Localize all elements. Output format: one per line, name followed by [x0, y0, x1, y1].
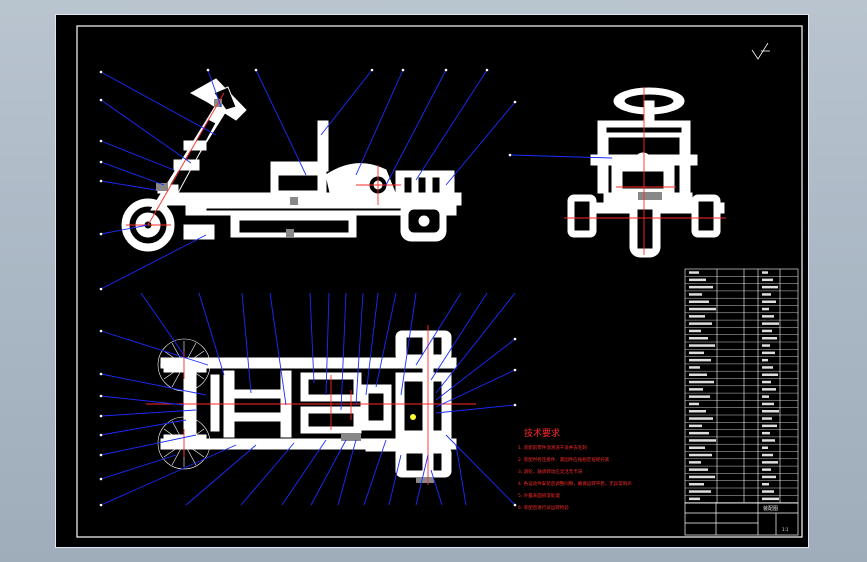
parts-list-entry-mark: [689, 490, 711, 493]
parts-list-entry-mark: [689, 315, 705, 318]
requirement-line-5: 5. 外露表面喷漆处理: [518, 494, 560, 499]
parts-list-entry-mark: [689, 300, 709, 303]
surface-roughness-icon: [751, 42, 770, 60]
parts-list-entry-mark: [689, 468, 708, 471]
front-view: [567, 87, 725, 258]
parts-list-entry-mark: [689, 431, 709, 435]
parts-list-entry-mark: [689, 322, 712, 325]
parts-list-entry-mark: [762, 358, 768, 362]
parts-list-entry-mark: [762, 410, 779, 413]
parts-list-entry-mark: [762, 439, 775, 442]
parts-list-entry-mark: [762, 395, 769, 398]
parts-list-entry-mark: [762, 307, 769, 311]
parts-list-entry-mark: [762, 315, 774, 318]
parts-list-entry-mark: [762, 402, 774, 406]
front-view-centerlines: [564, 87, 726, 255]
parts-list-entry-mark: [689, 366, 700, 369]
parts-list-entry-mark: [689, 380, 714, 384]
plan-frame-bottom: [160, 438, 457, 450]
parts-list-entry-mark: [689, 497, 700, 501]
requirement-line-4: 4. 各运动件安装后调整间隙，确保运转平稳，无异常响声: [518, 482, 632, 487]
parts-list-entry-mark: [689, 388, 703, 391]
parts-list-entry-mark: [762, 278, 773, 282]
parts-list: [684, 268, 799, 504]
title-block-scale: 1:1: [782, 527, 789, 532]
parts-list-entry-mark: [689, 337, 708, 340]
inner-frame: [76, 25, 803, 538]
title-block: [684, 502, 799, 536]
parts-list-entry-mark: [689, 329, 701, 333]
parts-list-entry-mark: [762, 300, 776, 303]
parts-list-entry-mark: [689, 373, 707, 376]
balloon-dots: [99, 68, 517, 507]
requirement-line-1: 1. 装配前零件须清洗干净并去毛刺: [518, 446, 587, 451]
parts-list-entry-mark: [762, 380, 771, 384]
parts-list-entry-mark: [689, 307, 716, 311]
cad-drawing: [76, 25, 803, 538]
parts-list-entry-mark: [762, 453, 773, 457]
parts-list-entry-mark: [762, 322, 779, 325]
title-block-name: 装配图: [763, 506, 779, 512]
side-view: [121, 78, 462, 252]
parts-list-rows: [685, 276, 798, 503]
drawing-sheet: 技术要求 1. 装配前零件须清洗干净并去毛刺 2. 装配时各连接件、紧固件应按规…: [55, 14, 809, 548]
requirement-line-3: 3. 滚轮、轴承转动应灵活无卡滞: [518, 470, 583, 475]
parts-list-entry-mark: [762, 344, 770, 347]
parts-list-entry-mark: [689, 402, 699, 406]
parts-list-entry-mark: [689, 344, 715, 347]
parts-list-entry-mark: [762, 337, 777, 340]
parts-list-entry-mark: [762, 497, 779, 501]
parts-list-entry-mark: [762, 483, 769, 486]
parts-list-entry-mark: [762, 285, 778, 289]
balloon-leaders: [100, 69, 613, 506]
technical-requirements-title: 技术要求: [524, 429, 561, 439]
parts-list-entry-mark: [762, 461, 778, 464]
parts-list-entry-mark: [689, 475, 715, 479]
parts-list-entry-mark: [762, 271, 768, 274]
parts-list-entry-mark: [689, 278, 706, 282]
parts-list-entries: [689, 271, 779, 501]
parts-list-entry-mark: [689, 293, 702, 296]
parts-list-entry-mark: [689, 410, 706, 413]
plan-view-centerlines: [146, 325, 476, 485]
parts-list-entry-mark: [689, 358, 711, 362]
parts-list-entry-mark: [762, 424, 777, 428]
parts-list-entry-mark: [762, 388, 776, 391]
parts-list-entry-mark: [762, 329, 772, 333]
parts-list-entry-mark: [689, 271, 699, 274]
parts-list-entry-mark: [762, 468, 771, 471]
parts-list-entry-mark: [689, 483, 704, 486]
parts-list-entry-mark: [689, 446, 705, 449]
parts-list-entry-mark: [689, 351, 704, 355]
parts-list-entry-mark: [762, 431, 770, 435]
parts-list-entry-mark: [689, 285, 713, 289]
parts-list-entry-mark: [762, 490, 774, 493]
requirement-line-6: 6. 装配后进行试运转检验: [518, 506, 569, 511]
parts-list-entry-mark: [762, 446, 768, 449]
parts-list-entry-mark: [689, 424, 702, 428]
parts-list-entry-mark: [762, 293, 771, 296]
parts-list-entry-mark: [689, 461, 701, 464]
parts-list-entry-mark: [762, 366, 773, 369]
parts-list-entry-mark: [762, 351, 775, 355]
requirement-line-2: 2. 装配时各连接件、紧固件应按规定扭矩拧紧: [518, 458, 610, 463]
plan-frame-top: [160, 357, 457, 369]
parts-list-entry-mark: [762, 373, 778, 376]
parts-list-entry-mark: [689, 453, 712, 457]
parts-list-entry-mark: [762, 475, 776, 479]
parts-list-entry-mark: [762, 417, 772, 420]
parts-list-entry-mark: [689, 395, 710, 398]
parts-list-entry-mark: [689, 417, 713, 420]
parts-list-entry-mark: [689, 439, 716, 442]
